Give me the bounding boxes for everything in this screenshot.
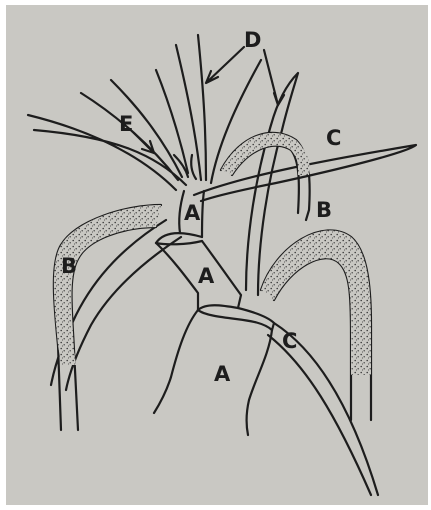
diagram-canvas: D E C B A B A C A: [6, 5, 428, 505]
label-d: D: [244, 28, 261, 52]
label-a-lower: A: [214, 362, 231, 386]
label-e: E: [119, 112, 133, 136]
label-c-lower: C: [282, 329, 297, 353]
label-a-upper: A: [184, 201, 201, 225]
label-b-left: B: [61, 254, 77, 278]
label-a-middle: A: [198, 264, 215, 288]
label-b-right: B: [316, 198, 332, 222]
label-c-upper: C: [326, 126, 341, 150]
figure-frame: D E C B A B A C A: [6, 5, 428, 505]
